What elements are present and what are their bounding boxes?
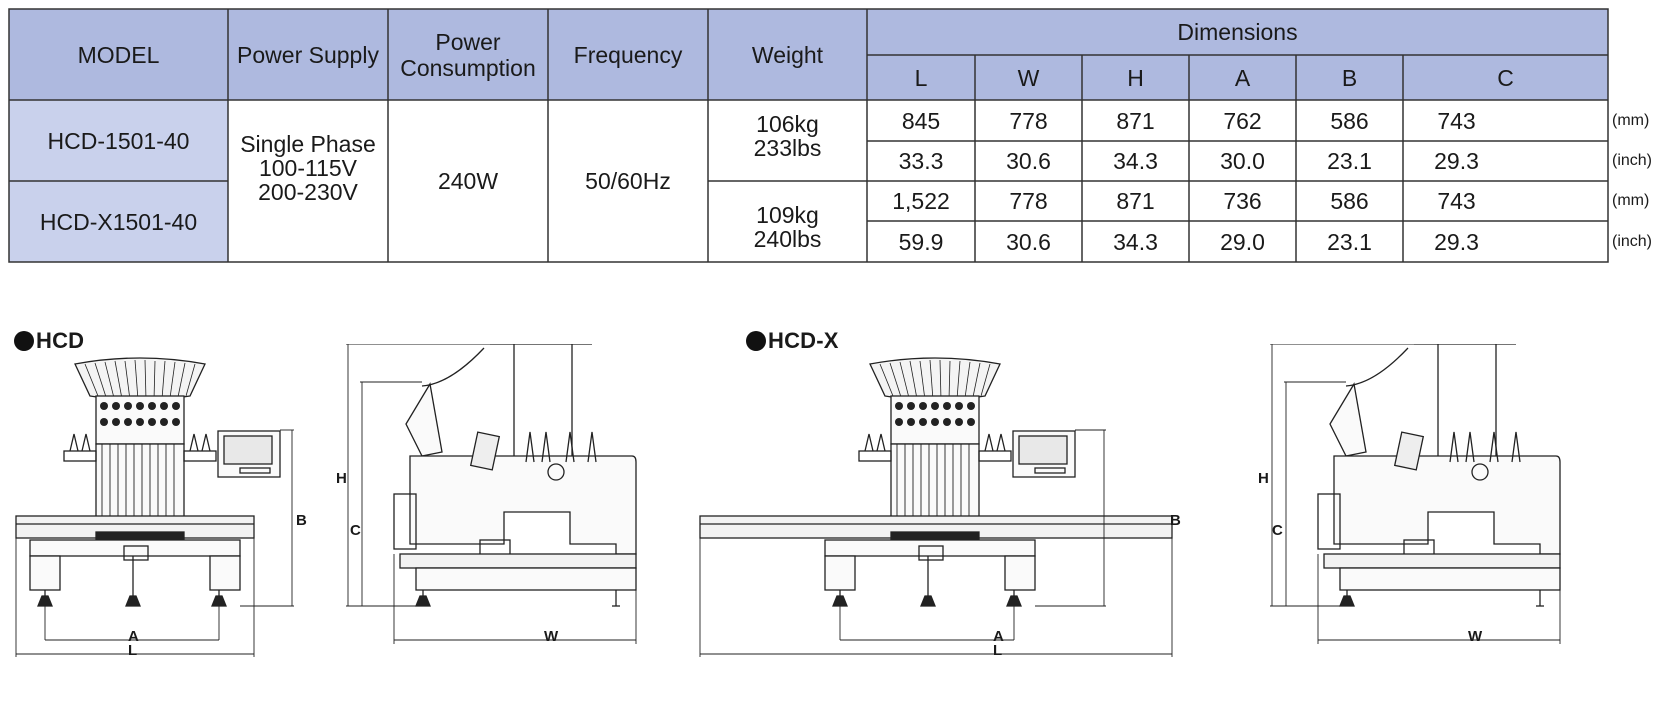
weight-hcdx-kg: 109kg [756, 201, 819, 228]
dim-cell: 23.1 [1327, 148, 1372, 174]
power-supply-line3: 200-230V [258, 179, 358, 205]
dim-label-w: W [544, 628, 559, 645]
dim-label-a: A [128, 628, 139, 645]
unit-label: (inch) [1612, 152, 1653, 169]
dim-cell: 871 [1116, 107, 1155, 134]
hcdx-side-view-drawing [1270, 344, 1561, 644]
dim-cell: 762 [1223, 107, 1262, 134]
power-supply-line2: 100-115V [258, 155, 358, 181]
hcd-front-view-drawing [15, 357, 294, 657]
dim-cell: 29.3 [1434, 228, 1479, 255]
dim-label-l: L [128, 642, 138, 659]
weight-hcdx: 109kg 240lbs [708, 181, 867, 262]
dim-cell: 778 [1009, 188, 1048, 214]
dim-label-b: B [296, 512, 307, 529]
unit-label: (mm) [1612, 111, 1650, 129]
dim-cell: 23.1 [1327, 228, 1372, 255]
header-dim-a: A [1234, 64, 1251, 91]
dim-cell: 586 [1330, 188, 1369, 214]
dim-cell: 845 [901, 107, 941, 134]
header-dim-l: L [914, 64, 928, 91]
dim-cell: 33.3 [898, 148, 944, 174]
dim-label-a: A [993, 628, 1004, 645]
dim-cell: 778 [1009, 107, 1048, 134]
header-dim-b: B [1341, 64, 1358, 91]
hcdx-heading-text: HCD-X [768, 328, 839, 353]
header-power-consumption-line2: Consumption [400, 54, 536, 81]
hcdx-front-view-drawing [699, 357, 1173, 657]
bullet-dot [14, 331, 34, 351]
dim-label-w: W [1468, 628, 1483, 645]
dim-cell: 1,522 [892, 188, 950, 214]
header-dim-c: C [1497, 64, 1514, 91]
header-weight: Weight [751, 41, 824, 68]
dim-cell: 586 [1330, 107, 1369, 134]
dim-cell: 743 [1437, 188, 1476, 214]
dim-cell: 871 [1116, 188, 1155, 214]
hcd-heading: HCD [14, 328, 84, 354]
dim-label-l: L [993, 642, 1003, 659]
hcdx-heading: HCD-X [746, 328, 839, 354]
header-power-supply: Power Supply [237, 41, 379, 68]
header-power-consumption-line1: Power [435, 28, 501, 55]
dim-cell: 34.3 [1113, 148, 1158, 174]
dim-cell: 30.0 [1220, 148, 1265, 174]
header-power-consumption: Power Consumption [388, 9, 548, 100]
dim-label-c: C [350, 522, 361, 539]
bullet-dot [746, 331, 766, 351]
power-supply-line1: Single Phase [240, 131, 376, 157]
weight-hcd-kg: 106kg [756, 110, 819, 137]
dim-cell: 29.0 [1220, 228, 1265, 255]
unit-label: (inch) [1612, 232, 1653, 250]
dim-label-h: H [336, 470, 347, 487]
dim-label-c: C [1272, 522, 1283, 539]
weight-hcd: 106kg 233lbs [708, 100, 867, 181]
header-frequency: Frequency [573, 41, 683, 68]
dim-cell: 34.3 [1113, 228, 1158, 255]
model-hcd-1501-40: HCD-1501-40 [47, 127, 190, 154]
dim-label-b: B [1170, 512, 1181, 529]
dim-cell: 59.9 [898, 228, 944, 255]
dim-cell: 30.6 [1006, 228, 1051, 255]
header-dimensions: Dimensions [1177, 19, 1298, 45]
dim-cell: 29.3 [1434, 148, 1479, 174]
power-consumption-value: 240W [437, 168, 499, 194]
unit-label: (mm) [1612, 192, 1650, 209]
dim-cell: 743 [1437, 107, 1476, 134]
frequency-value: 50/60Hz [585, 168, 671, 194]
model-hcd-x1501-40: HCD-X1501-40 [39, 208, 198, 235]
hcd-side-view-drawing [346, 344, 637, 644]
power-supply-value: Single Phase 100-115V 200-230V [228, 100, 388, 262]
hcd-heading-text: HCD [36, 328, 85, 353]
dim-cell: 736 [1223, 188, 1262, 214]
table-grid [8, 8, 1609, 263]
weight-hcdx-lbs: 240lbs [753, 225, 822, 252]
dim-label-h: H [1258, 470, 1269, 487]
header-dim-h: H [1127, 64, 1144, 91]
header-model: MODEL [77, 41, 160, 68]
header-dim-w: W [1017, 64, 1040, 91]
dim-cell: 30.6 [1006, 148, 1051, 174]
weight-hcd-lbs: 233lbs [753, 134, 822, 161]
